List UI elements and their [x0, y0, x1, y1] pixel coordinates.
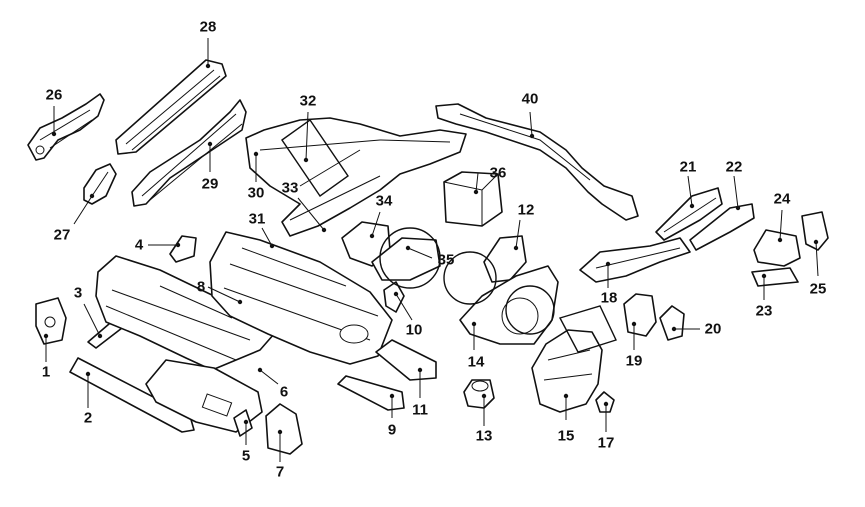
callout-3: 3	[74, 285, 82, 302]
callout-35: 35	[438, 252, 455, 269]
callout-12: 12	[518, 202, 535, 219]
callout-15: 15	[558, 428, 575, 445]
part-20-bracket	[659, 305, 685, 341]
callout-33: 33	[282, 180, 299, 197]
callout-20: 20	[705, 321, 722, 338]
callout-28: 28	[200, 19, 217, 36]
watermark-logo	[281, 119, 617, 353]
part-22-bracket	[689, 203, 755, 251]
callout-31: 31	[249, 211, 266, 228]
callout-6: 6	[280, 384, 288, 401]
leader-lines	[43, 38, 819, 462]
part-18-bracket	[579, 237, 691, 283]
part-7-bracket	[265, 403, 303, 455]
part-36-battery-tray	[443, 171, 503, 227]
callout-24: 24	[774, 191, 791, 208]
part-13-bushing	[463, 379, 495, 409]
part-24-bracket	[753, 229, 801, 267]
callout-14: 14	[468, 354, 485, 371]
part-26-bracket	[27, 93, 105, 161]
part-15-panel	[531, 329, 603, 413]
callout-4: 4	[135, 237, 144, 254]
callout-32: 32	[300, 93, 317, 110]
callout-29: 29	[202, 176, 219, 193]
callout-10: 10	[406, 322, 423, 339]
part-1-mount	[35, 297, 67, 345]
part-30-33-upper-assembly	[245, 117, 467, 237]
callout-22: 22	[726, 159, 743, 176]
callout-1: 1	[42, 364, 50, 381]
callout-17: 17	[598, 435, 615, 452]
callout-25: 25	[810, 281, 827, 298]
part-9-bracket	[337, 375, 405, 411]
part-5-bracket	[233, 409, 253, 437]
callout-11: 11	[412, 402, 428, 419]
part-31-front-panel	[209, 231, 393, 365]
part-29-rail	[131, 99, 247, 207]
callout-30: 30	[248, 185, 265, 202]
callout-36: 36	[490, 165, 507, 182]
callout-labels: 1 2 3 4 5 6 7 8 9 10 11 12 13 14 15 17 1…	[42, 19, 827, 481]
callout-7: 7	[276, 464, 284, 481]
callout-21: 21	[680, 159, 697, 176]
part-23-bracket	[751, 267, 799, 287]
callout-40: 40	[522, 91, 539, 108]
part-2-rail	[69, 357, 195, 433]
callout-26: 26	[46, 87, 63, 104]
callout-5: 5	[242, 448, 250, 465]
part-35-bracket	[371, 237, 441, 281]
part-25-bracket	[801, 211, 829, 251]
callout-27: 27	[54, 227, 71, 244]
part-28-rail	[115, 59, 227, 155]
part-6-panel	[145, 359, 263, 433]
callout-19: 19	[626, 353, 643, 370]
part-11-rail	[375, 339, 437, 381]
part-17-bracket	[595, 391, 615, 413]
callout-9: 9	[388, 422, 396, 439]
part-4-bracket	[169, 235, 197, 263]
part-21-bracket	[655, 187, 723, 241]
callout-8: 8	[197, 279, 205, 296]
part-27-bracket	[83, 163, 117, 205]
callout-23: 23	[756, 303, 773, 320]
part-8-front-panel	[95, 255, 275, 371]
callout-34: 34	[376, 193, 393, 210]
callout-2: 2	[84, 410, 92, 427]
part-19-bracket	[623, 293, 657, 337]
callout-18: 18	[601, 290, 618, 307]
callout-13: 13	[476, 428, 493, 445]
